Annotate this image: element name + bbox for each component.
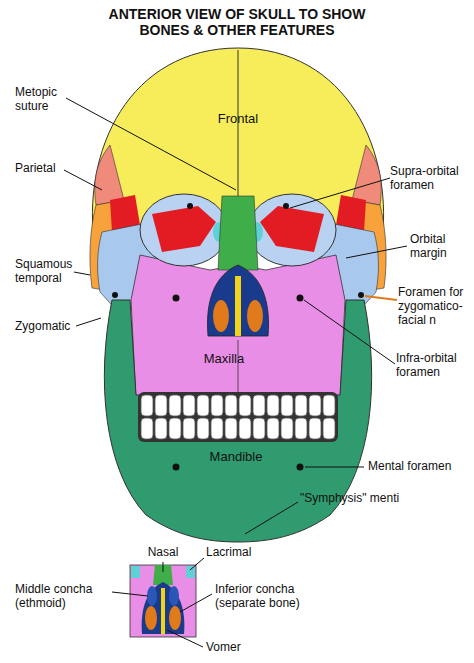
part-label: Frontal	[218, 112, 258, 127]
part-label: "Symphysis" menti	[300, 492, 399, 506]
part-label: Vomer	[206, 641, 241, 655]
part-label: Mental foramen	[368, 460, 451, 474]
part-label: Lacrimal	[206, 546, 251, 560]
part-label: Foramen for zygomatico-facial n	[398, 286, 470, 327]
part-label: Parietal	[15, 162, 56, 176]
part-label: Metopic suture	[15, 86, 73, 114]
part-label: Squamous temporal	[15, 258, 75, 286]
part-label: Middle concha (ethmoid)	[15, 583, 110, 611]
part-label: Supra-orbital foramen	[390, 165, 470, 193]
part-label: Zygomatic	[15, 320, 70, 334]
part-label: Inferior concha (separate bone)	[215, 583, 319, 611]
diagram-title: ANTERIOR VIEW OF SKULL TO SHOW BONES & O…	[102, 6, 372, 38]
part-label: Infra-orbital foramen	[396, 352, 470, 380]
part-label: Mandible	[210, 450, 263, 465]
part-label: Orbital margin	[410, 233, 470, 261]
part-label: Nasal	[148, 546, 179, 560]
part-label: Maxilla	[204, 352, 244, 367]
